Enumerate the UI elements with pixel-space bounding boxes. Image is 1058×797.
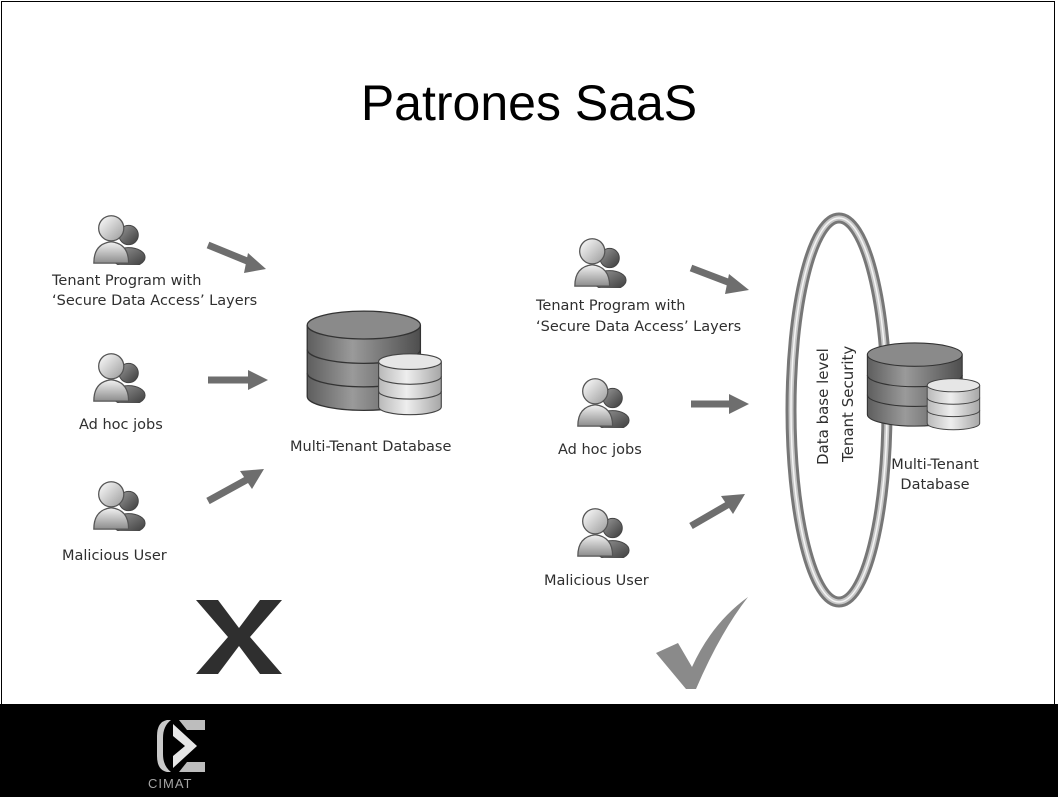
x-mark-icon	[196, 600, 282, 674]
left-database-label: Multi-Tenant Database	[290, 439, 452, 455]
left-user-label-3: Malicious User	[62, 548, 167, 564]
right-user-label-1a: Tenant Program with	[536, 298, 686, 314]
security-label-line1: Data base level	[814, 348, 832, 465]
security-label-line2: Tenant Security	[839, 345, 857, 462]
right-database-label-2: Database	[900, 477, 970, 493]
right-user-label-1b: ‘Secure Data Access’ Layers	[536, 319, 742, 335]
user-group-icon	[82, 345, 154, 403]
user-group-icon	[563, 230, 635, 288]
right-database-label-1: Multi-Tenant	[891, 457, 979, 473]
cimat-logo-text: CIMAT	[148, 776, 193, 791]
arrow-icon	[689, 264, 749, 294]
arrow-icon	[206, 469, 264, 505]
user-group-icon	[82, 473, 154, 531]
arrow-icon	[689, 494, 745, 530]
arrow-icon	[208, 370, 268, 390]
database-icon	[302, 305, 450, 420]
left-arrows	[206, 241, 268, 505]
slide-title: Patrones SaaS	[360, 75, 698, 131]
database-icon	[863, 338, 987, 434]
arrow-icon	[691, 394, 749, 414]
arrow-icon	[206, 241, 266, 273]
user-group-icon	[566, 370, 638, 428]
left-user-label-1b: ‘Secure Data Access’ Layers	[52, 293, 258, 309]
right-user-label-3: Malicious User	[544, 573, 649, 589]
right-arrows	[689, 264, 749, 530]
footer-bar: CIMAT	[0, 704, 1058, 797]
left-user-label-2: Ad hoc jobs	[79, 417, 163, 433]
cimat-logo-icon	[157, 720, 205, 772]
user-group-icon	[566, 500, 638, 558]
left-user-label-1a: Tenant Program with	[52, 273, 202, 289]
user-group-icon	[82, 207, 154, 265]
right-user-label-2: Ad hoc jobs	[558, 442, 642, 458]
checkmark-icon	[656, 597, 748, 689]
